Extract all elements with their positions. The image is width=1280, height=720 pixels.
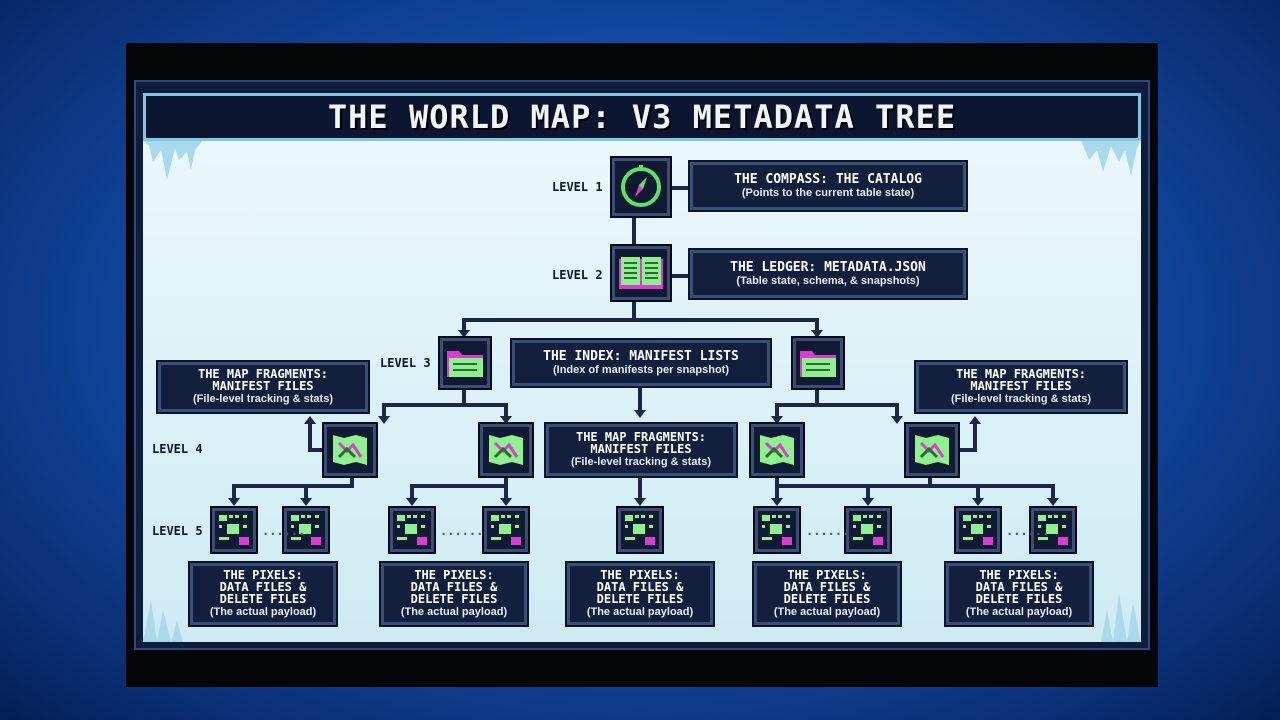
fragments-subtitle: (File-level tracking & stats) <box>571 456 711 468</box>
ellipsis-1: ...... <box>262 524 306 538</box>
data-file-tile-4 <box>482 506 530 554</box>
pixels-line1: THE PIXELS: <box>223 568 303 582</box>
level-3-label: LEVEL 3 <box>380 356 431 370</box>
data-file-tile-7 <box>844 506 892 554</box>
pixels-subtitle: (The actual payload) <box>209 606 317 618</box>
catalog-subtitle: (Points to the current table state) <box>741 186 915 199</box>
pixels-line3: DELETE FILES <box>783 592 871 606</box>
data-file-icon <box>397 515 427 545</box>
pixels-line1: THE PIXELS: <box>600 568 680 582</box>
ledger-title: THE LEDGER: METADATA.JSON <box>730 259 926 275</box>
pixels-box-3: THE PIXELS: DATA FILES & DELETE FILES (T… <box>565 561 715 627</box>
icicle-decoration-left <box>143 140 203 180</box>
data-file-icon <box>491 515 521 545</box>
pixels-box-5: THE PIXELS: DATA FILES & DELETE FILES (T… <box>944 561 1094 627</box>
fragments-line2: MANIFEST FILES <box>590 442 692 456</box>
pixels-line3: DELETE FILES <box>219 592 307 606</box>
ellipsis-2: ...... <box>440 524 484 538</box>
pixels-box-2: THE PIXELS: DATA FILES & DELETE FILES (T… <box>379 561 529 627</box>
fragments-line2: MANIFEST FILES <box>970 379 1072 393</box>
data-file-icon <box>853 515 883 545</box>
ice-spikes-bottom-left <box>143 600 183 642</box>
folder-icon-tile-left <box>438 336 492 390</box>
map-fragment-icon <box>760 435 794 465</box>
ledger-box: THE LEDGER: METADATA.JSON (Table state, … <box>688 248 968 300</box>
index-title: THE INDEX: MANIFEST LISTS <box>543 348 739 364</box>
map-fragment-tile-1 <box>322 422 378 478</box>
data-file-tile-8 <box>954 506 1002 554</box>
pixels-subtitle: (The actual payload) <box>965 606 1073 618</box>
fragments-line1: THE MAP FRAGMENTS: <box>197 367 329 381</box>
pixels-subtitle: (The actual payload) <box>586 606 694 618</box>
ledger-subtitle: (Table state, schema, & snapshots) <box>736 274 920 287</box>
fragments-box-center: THE MAP FRAGMENTS: MANIFEST FILES (File-… <box>544 422 738 478</box>
pixels-line2: DATA FILES & <box>219 580 307 594</box>
pixels-line2: DATA FILES & <box>596 580 684 594</box>
index-box: THE INDEX: MANIFEST LISTS (Index of mani… <box>510 338 772 388</box>
data-file-tile-9 <box>1029 506 1077 554</box>
map-fragment-icon <box>489 435 523 465</box>
fragments-line2: MANIFEST FILES <box>212 379 314 393</box>
level-4-label: LEVEL 4 <box>152 442 203 456</box>
ellipsis-4: ...... <box>1006 524 1050 538</box>
fragments-line1: THE MAP FRAGMENTS: <box>955 367 1087 381</box>
index-subtitle: (Index of manifests per snapshot) <box>552 363 730 376</box>
fragments-subtitle: (File-level tracking & stats) <box>193 393 333 405</box>
pixels-line3: DELETE FILES <box>596 592 684 606</box>
pixels-subtitle: (The actual payload) <box>773 606 881 618</box>
fragments-box-left: THE MAP FRAGMENTS: MANIFEST FILES (File-… <box>156 360 370 414</box>
pixels-box-1: THE PIXELS: DATA FILES & DELETE FILES (T… <box>188 561 338 627</box>
data-file-tile-5 <box>616 506 664 554</box>
pixels-line1: THE PIXELS: <box>979 568 1059 582</box>
folder-icon-tile-right <box>791 336 845 390</box>
compass-icon-tile <box>610 156 672 218</box>
data-file-tile-6 <box>753 506 801 554</box>
data-file-icon <box>625 515 655 545</box>
data-file-tile-1 <box>210 506 258 554</box>
map-fragment-tile-4 <box>904 422 960 478</box>
icicle-decoration-right <box>1081 140 1141 176</box>
catalog-box: THE COMPASS: THE CATALOG (Points to the … <box>688 160 968 212</box>
data-file-icon <box>219 515 249 545</box>
ledger-icon-tile <box>610 244 672 302</box>
pixels-line2: DATA FILES & <box>975 580 1063 594</box>
fragments-line1: THE MAP FRAGMENTS: <box>575 430 707 444</box>
ledger-book-icon <box>619 257 663 289</box>
data-file-tile-3 <box>388 506 436 554</box>
pixels-box-4: THE PIXELS: DATA FILES & DELETE FILES (T… <box>752 561 902 627</box>
data-file-icon <box>963 515 993 545</box>
map-fragment-tile-2 <box>478 422 534 478</box>
data-file-tile-2 <box>282 506 330 554</box>
folder-icon <box>447 351 483 377</box>
diagram-title: THE WORLD MAP: V3 METADATA TREE <box>327 98 957 136</box>
folder-icon <box>800 351 836 377</box>
data-file-icon <box>291 515 321 545</box>
pixels-line3: DELETE FILES <box>410 592 498 606</box>
pixels-line2: DATA FILES & <box>410 580 498 594</box>
title-banner: THE WORLD MAP: V3 METADATA TREE <box>143 93 1141 141</box>
ice-spikes-bottom-right <box>1101 593 1141 642</box>
level-2-label: LEVEL 2 <box>552 268 603 282</box>
map-fragment-icon <box>915 435 949 465</box>
pixels-line2: DATA FILES & <box>783 580 871 594</box>
data-file-icon <box>1038 515 1068 545</box>
level-5-label: LEVEL 5 <box>152 524 203 538</box>
catalog-title: THE COMPASS: THE CATALOG <box>734 171 922 187</box>
fragments-box-right: THE MAP FRAGMENTS: MANIFEST FILES (File-… <box>914 360 1128 414</box>
pixels-line1: THE PIXELS: <box>414 568 494 582</box>
compass-icon <box>621 165 661 207</box>
pixels-line1: THE PIXELS: <box>787 568 867 582</box>
level-1-label: LEVEL 1 <box>552 180 603 194</box>
fragments-subtitle: (File-level tracking & stats) <box>951 393 1091 405</box>
pixels-line3: DELETE FILES <box>975 592 1063 606</box>
ellipsis-3: ...... <box>806 524 850 538</box>
pixels-subtitle: (The actual payload) <box>400 606 508 618</box>
map-fragment-icon <box>333 435 367 465</box>
map-fragment-tile-3 <box>749 422 805 478</box>
data-file-icon <box>762 515 792 545</box>
